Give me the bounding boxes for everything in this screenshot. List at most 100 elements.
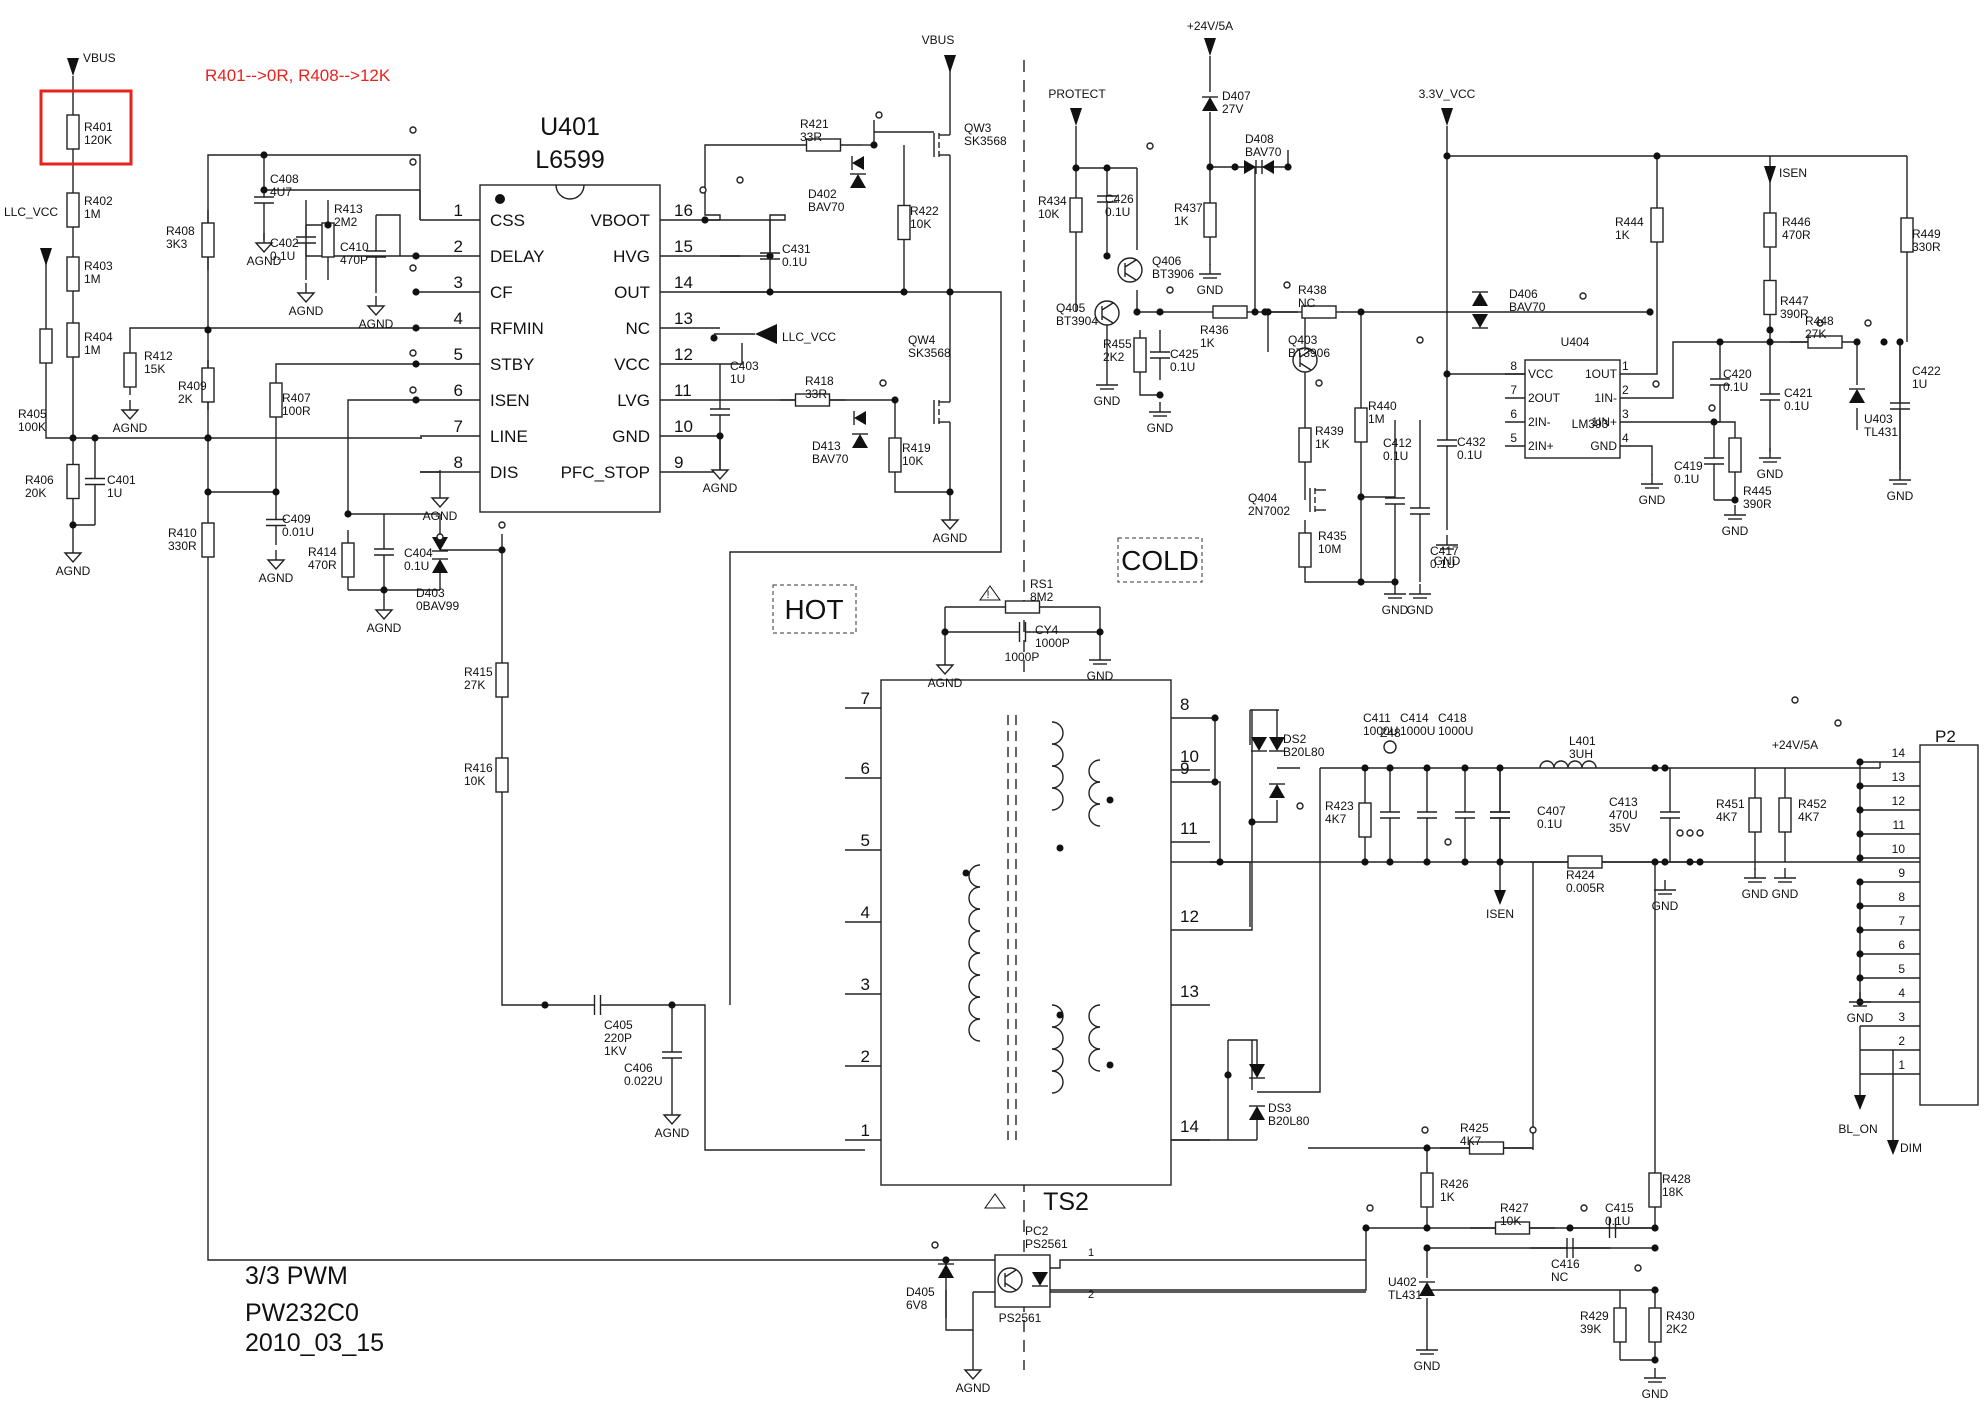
wire xyxy=(720,343,743,365)
value-r421: 33R xyxy=(800,130,822,144)
value-c413: 470U xyxy=(1609,808,1638,822)
test-point xyxy=(1421,1126,1429,1134)
winding-dot xyxy=(1056,1011,1064,1019)
value-r430: 2K2 xyxy=(1666,1322,1688,1336)
ic-notch xyxy=(555,184,585,200)
p2-ref: P2 xyxy=(1935,727,1956,746)
u403-reference-icon xyxy=(1849,389,1865,403)
junction-dot xyxy=(1248,818,1256,826)
junction-dot xyxy=(942,1256,950,1264)
value-r414: 470R xyxy=(308,558,337,572)
value-r437: 1K xyxy=(1174,214,1189,228)
junction-dot xyxy=(1103,164,1111,172)
ts2-pin-7: 7 xyxy=(861,689,870,708)
value-c414: 1000U xyxy=(1400,724,1435,738)
u401-pin-name-hvg: HVG xyxy=(613,247,650,266)
resistor-r407 xyxy=(269,382,283,418)
wire xyxy=(1210,781,1221,862)
test-point-z48 xyxy=(1383,740,1397,754)
transistor-collector xyxy=(1004,1269,1017,1278)
ref-c403: C403 xyxy=(730,359,759,373)
ref-c421: C421 xyxy=(1784,386,1813,400)
junction-dot xyxy=(1856,854,1864,862)
junction-dot xyxy=(870,141,878,149)
wire xyxy=(1139,380,1160,396)
u401-pin-8: 8 xyxy=(454,453,463,472)
p2-pin-9: 9 xyxy=(1898,866,1905,880)
primary-winding xyxy=(968,974,981,998)
ref-z48: Z48 xyxy=(1380,726,1401,740)
hot-box xyxy=(772,584,857,634)
ref-r429: R429 xyxy=(1580,1309,1609,1323)
junction-dot xyxy=(1156,308,1164,316)
test-point xyxy=(1579,292,1587,300)
test-point xyxy=(1416,336,1424,344)
resistor-r449 xyxy=(1900,217,1914,253)
secondary-winding-1 xyxy=(1051,721,1064,745)
ref-c407: C407 xyxy=(1537,804,1566,818)
vbus-top-arrow-icon xyxy=(944,55,956,73)
ds2-diode-icon-a xyxy=(1269,737,1285,751)
resistor-r421 xyxy=(805,138,842,152)
d407-zener-icon xyxy=(1202,97,1218,111)
value-r452: 4K7 xyxy=(1798,810,1820,824)
junction-dot xyxy=(1072,164,1080,172)
value-r449: 330R xyxy=(1912,240,1941,254)
junction-dot xyxy=(1206,163,1214,171)
junction-dot xyxy=(1443,152,1451,160)
ref-r416: R416 xyxy=(464,761,493,775)
value-c409: 0.01U xyxy=(282,525,314,539)
ref-r418: R418 xyxy=(805,374,834,388)
junction-dot xyxy=(1216,858,1224,866)
junction-dot xyxy=(766,288,774,296)
junction-dot xyxy=(1423,1144,1431,1152)
value-c406: 0.022U xyxy=(624,1074,663,1088)
agnd-label: AGND xyxy=(359,317,394,331)
value-c432: 0.1U xyxy=(1457,448,1482,462)
gnd-label: GND xyxy=(1772,887,1799,901)
junction-dot xyxy=(91,434,99,442)
ref-r438: R438 xyxy=(1298,283,1327,297)
ts2-pin-10: 10 xyxy=(1180,747,1199,766)
ref-r403: R403 xyxy=(84,259,113,273)
d406-diode2-icon xyxy=(1472,314,1488,328)
ref-c425: C425 xyxy=(1170,347,1199,361)
ref-c401: C401 xyxy=(107,473,136,487)
u401-pin-12: 12 xyxy=(674,345,693,364)
junction-dot xyxy=(1651,1286,1659,1294)
junction-dot xyxy=(1686,858,1694,866)
p2-pin-14: 14 xyxy=(1892,746,1906,760)
value-c420: 0.1U xyxy=(1723,380,1748,394)
value-r426: 1K xyxy=(1440,1190,1455,1204)
value-r436: 1K xyxy=(1200,336,1215,350)
ref-qw4: QW4 xyxy=(908,333,936,347)
ic-u401-body xyxy=(479,184,661,513)
test-point xyxy=(409,264,417,272)
wire xyxy=(1714,421,1736,430)
ref-c426: C426 xyxy=(1105,192,1134,206)
value-r403: 1M xyxy=(84,272,101,286)
u404-pin-name-vcc: VCC xyxy=(1528,367,1554,381)
wire xyxy=(1210,710,1253,931)
v24-label-top: +24V/5A xyxy=(1187,19,1233,33)
ref-qw3: QW3 xyxy=(964,121,992,135)
test-point xyxy=(1283,281,1291,289)
ref-r413: R413 xyxy=(334,202,363,216)
test-point xyxy=(1296,802,1304,810)
u401-pin-name-nc: NC xyxy=(625,319,650,338)
agnd-label: AGND xyxy=(423,509,458,523)
wire xyxy=(704,144,785,220)
value-r429: 39K xyxy=(1580,1322,1601,1336)
junction-dot xyxy=(1211,778,1219,786)
junction-dot xyxy=(412,252,420,260)
u404-pin-1: 1 xyxy=(1622,359,1629,373)
resistor-r403 xyxy=(66,256,80,292)
wire xyxy=(1228,1039,1258,1065)
p2-pin-4: 4 xyxy=(1898,986,1905,1000)
u401-pin-2: 2 xyxy=(454,237,463,256)
ref-c411: C411 xyxy=(1363,711,1391,725)
test-point xyxy=(875,111,883,119)
value-qw4: SK3568 xyxy=(908,346,951,360)
ref-r455: R455 xyxy=(1103,337,1132,351)
ts2-pin-9: 9 xyxy=(1180,759,1189,778)
